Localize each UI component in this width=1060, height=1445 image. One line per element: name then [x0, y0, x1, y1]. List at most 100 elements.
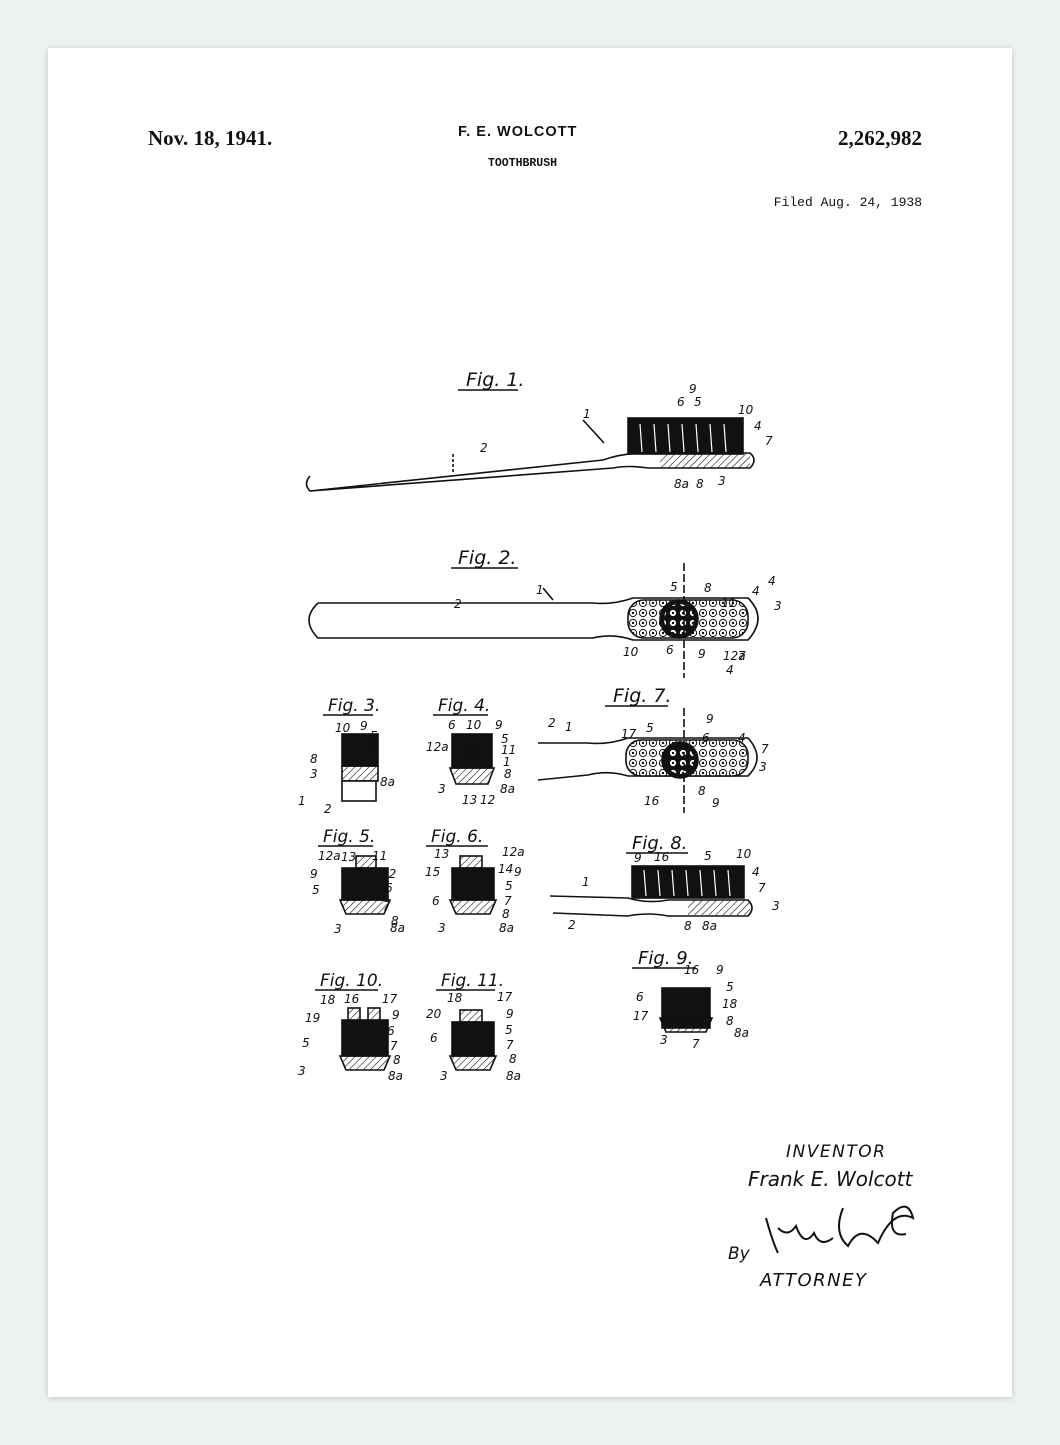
fig1-callout: 8a [674, 477, 689, 491]
attorney-signature [765, 1205, 915, 1254]
fig3-callout: 9 [360, 719, 368, 733]
fig5-callout: 13 [341, 850, 356, 864]
figure-8: Fig. 8. [549, 833, 753, 917]
figure-10: Fig. 10. [315, 971, 392, 1071]
fig10-callout: 16 [344, 992, 360, 1006]
fig3-callout: 8 [310, 752, 318, 766]
fig9-callout: 16 [684, 963, 700, 977]
fig8-callout: 2 [568, 918, 576, 932]
fig7-callout: 5 [646, 721, 654, 735]
fig8-callout: 7 [758, 881, 766, 895]
fig4-callout: 8 [504, 767, 512, 781]
fig1-callout: 6 [677, 395, 685, 409]
fig5-callout: 12a [318, 849, 341, 863]
fig9-callout: 8 [726, 1014, 734, 1028]
fig3-callout: 2 [324, 802, 332, 816]
fig7-callout: 7 [761, 742, 769, 756]
fig2-callout: 8 [704, 581, 712, 595]
fig11-callout: 7 [506, 1038, 514, 1052]
fig11-callout: 20 [426, 1007, 442, 1021]
fig6-callout: 13 [434, 847, 449, 861]
fig5-callout: 3 [334, 922, 342, 936]
fig4-callout: 8a [500, 782, 515, 796]
fig6-callout: 5 [505, 879, 513, 893]
fig3-callout: 7 [370, 755, 378, 769]
figure-5: Fig. 5. [318, 827, 392, 915]
fig-10-label: Fig. 10. [320, 971, 383, 991]
fig1-callout: 9 [689, 382, 697, 396]
fig3-callout: 4 [368, 742, 376, 756]
fig9-callout: 3 [660, 1033, 668, 1047]
fig4-callout: 9 [495, 718, 503, 732]
fig-11-label: Fig. 11. [441, 971, 504, 991]
fig6-callout: 15 [425, 865, 440, 879]
fig4-callout: 3 [438, 782, 446, 796]
fig11-callout: 17 [497, 990, 513, 1004]
fig5-callout: 6 [385, 881, 393, 895]
fig8-callout: 8 [684, 919, 692, 933]
fig9-callout: 9 [716, 963, 724, 977]
fig2-callout: 11 [721, 596, 736, 610]
fig6-callout: 7 [504, 894, 512, 908]
patent-date: Nov. 18, 1941. [148, 126, 273, 150]
fig7-callout: 6 [702, 731, 710, 745]
fig3-callout: 1 [298, 794, 306, 808]
fig5-callout: 8 [391, 914, 399, 928]
fig5-callout: 5 [312, 883, 320, 897]
fig6-callout: 9 [514, 865, 522, 879]
fig1-callout: 8 [696, 477, 704, 491]
fig-8-label: Fig. 8. [632, 833, 687, 854]
fig-9-label: Fig. 9. [638, 948, 693, 969]
filed-date: Filed Aug. 24, 1938 [773, 195, 922, 210]
fig10-callout: 8a [388, 1069, 403, 1083]
fig-7-label: Fig. 7. [613, 685, 671, 707]
fig2-callout: 6 [666, 643, 674, 657]
fig7-callout: 17 [621, 727, 637, 741]
fig-5-label: Fig. 5. [323, 827, 375, 847]
fig4-callout: 12a [426, 740, 449, 754]
fig10-callout: 9 [392, 1008, 400, 1022]
fig5-callout: 9 [310, 867, 318, 881]
fig3-callout: 8a [380, 775, 395, 789]
fig2-callout: 7 [738, 649, 746, 663]
inventor-label: INVENTOR [786, 1142, 887, 1162]
fig6-callout: 8a [499, 921, 514, 935]
figure-1: Fig. 1. [305, 369, 755, 492]
patent-number: 2,262,982 [838, 126, 922, 150]
fig2-callout: 4 [726, 663, 734, 677]
fig-2-label: Fig. 2. [458, 547, 516, 569]
fig2-callout: 10 [623, 645, 639, 659]
fig8-callout: 1 [582, 875, 590, 889]
fig4-callout: 6 [448, 718, 456, 732]
fig-1-label: Fig. 1. [466, 369, 524, 391]
fig2-callout: 3 [774, 599, 782, 613]
fig-3-label: Fig. 3. [328, 696, 380, 716]
fig1-callout: 3 [718, 474, 726, 488]
fig11-callout: 9 [506, 1007, 514, 1021]
fig7-callout: 1 [565, 720, 573, 734]
figure-6: Fig. 6. [426, 827, 498, 915]
inventor-header: F. E. WOLCOTT [458, 124, 578, 140]
fig4-callout: 11 [501, 743, 516, 757]
fig4-callout: 12 [480, 793, 495, 807]
fig11-callout: 18 [447, 991, 463, 1005]
fig7-callout: 16 [644, 794, 660, 808]
fig1-callout: 4 [754, 419, 762, 433]
fig1-callout: 2 [480, 441, 488, 455]
figure-11: Fig. 11. [436, 971, 504, 1071]
fig1-callout: 7 [765, 434, 773, 448]
fig7-callout: 2 [548, 716, 556, 730]
fig9-callout: 6 [636, 990, 644, 1004]
fig3-callout: 3 [310, 767, 318, 781]
fig6-callout: 8 [502, 907, 510, 921]
fig2-callout: 12a [723, 649, 746, 663]
fig6-callout: 3 [438, 921, 446, 935]
fig6-callout: 14 [498, 862, 513, 876]
by-label: By [728, 1244, 750, 1264]
fig7-callout: 3 [759, 760, 767, 774]
fig7-callout: 4 [738, 731, 746, 745]
fig2-callout: 5 [670, 580, 678, 594]
patent-title: TOOTHBRUSH [488, 157, 558, 170]
fig10-callout: 8 [393, 1053, 401, 1067]
fig-4-label: Fig. 4. [438, 696, 490, 716]
